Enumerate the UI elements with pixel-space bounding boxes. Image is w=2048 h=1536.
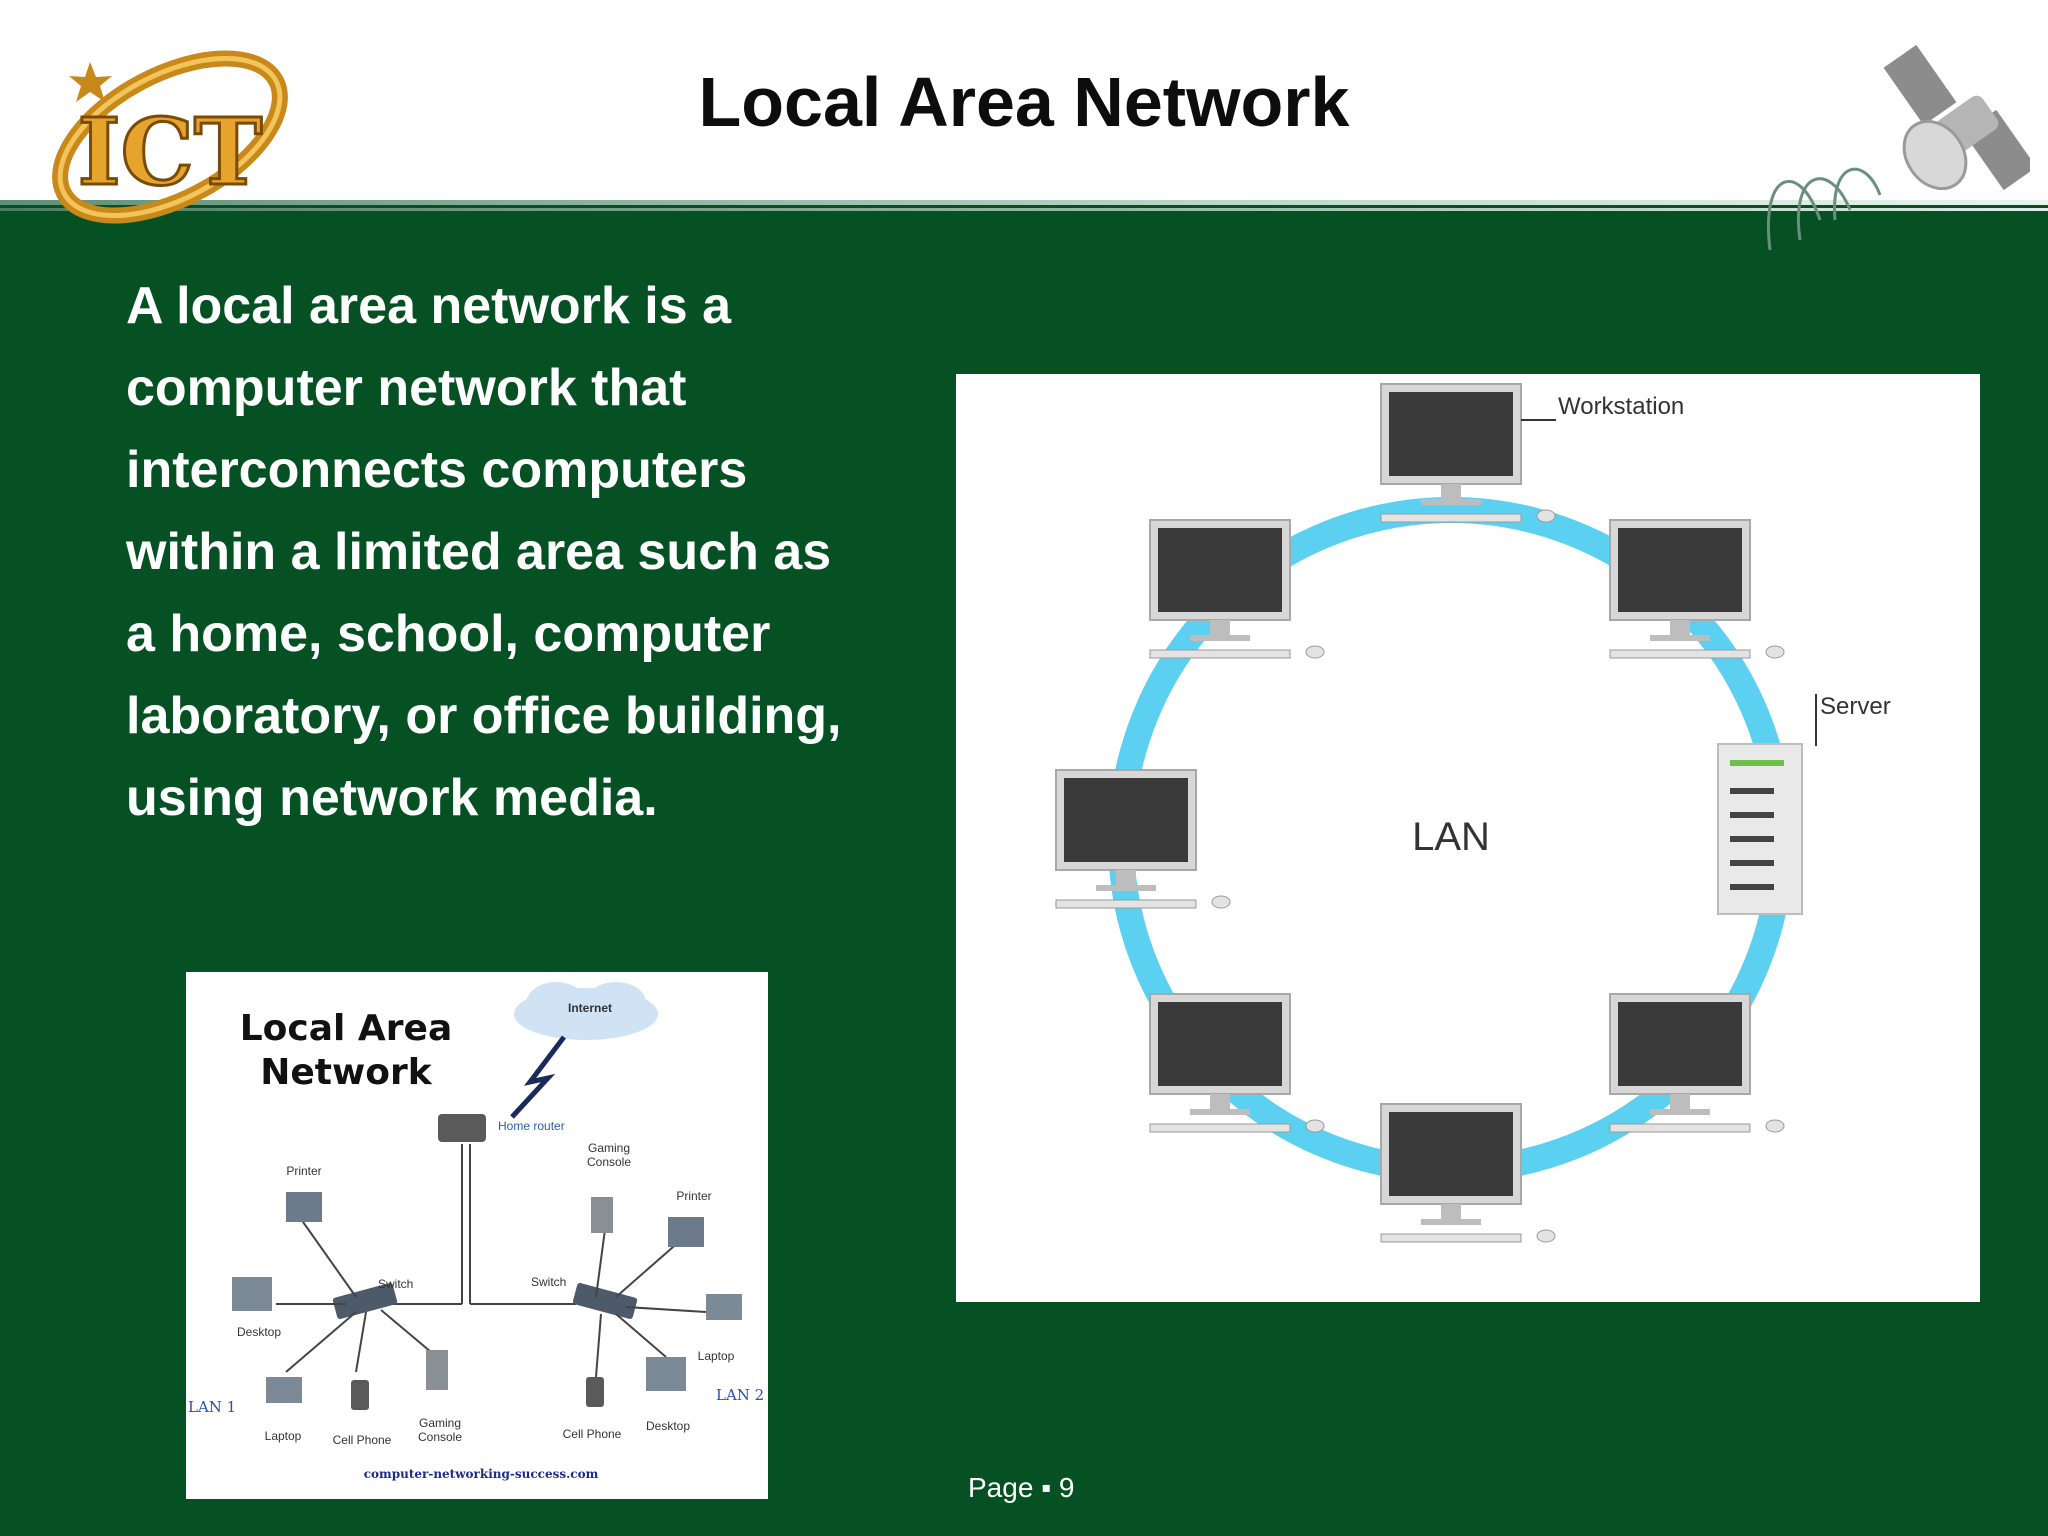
workstation-monitor xyxy=(1380,383,1556,523)
cell-phone-left-label: Cell Phone xyxy=(333,1433,392,1447)
laptop-right-label: Laptop xyxy=(698,1349,735,1363)
desktop-left-device xyxy=(232,1277,272,1311)
header-divider xyxy=(0,200,2048,205)
laptop-left-device xyxy=(266,1377,302,1403)
gaming-console-top-label-1: Gaming xyxy=(588,1141,630,1155)
switch-right-label: Switch xyxy=(531,1275,566,1289)
gaming-console-top-device xyxy=(591,1197,613,1233)
image-source-label: computer-networking-success.com xyxy=(364,1467,599,1481)
laptop-left-label: Laptop xyxy=(265,1429,302,1443)
workstation-monitor xyxy=(1380,1103,1556,1243)
home-router-label: Home router xyxy=(498,1119,565,1133)
workstation-label: Workstation xyxy=(1558,393,1684,420)
cell-phone-left-device xyxy=(351,1380,369,1410)
slide-header xyxy=(0,0,2048,205)
image-title-line2: Network xyxy=(260,1052,432,1093)
page-label: Page xyxy=(968,1472,1034,1503)
lan-topology-image: Local Area Network Internet Home router … xyxy=(186,972,768,1499)
page-number-value: 9 xyxy=(1058,1472,1075,1503)
cell-phone-right-label: Cell Phone xyxy=(563,1427,622,1441)
printer-left-label: Printer xyxy=(286,1164,321,1178)
ict-logo: ICT xyxy=(52,50,288,224)
switch-right-device xyxy=(572,1283,638,1319)
lan2-label: LAN 2 xyxy=(716,1386,764,1404)
internet-label: Internet xyxy=(568,1001,612,1015)
gaming-console-bottom-label-1: Gaming xyxy=(419,1416,461,1430)
printer-right-device xyxy=(668,1217,704,1247)
printer-right-label: Printer xyxy=(676,1189,711,1203)
gaming-console-top-label-2: Console xyxy=(587,1155,631,1169)
laptop-right-device xyxy=(706,1294,742,1320)
workstation-monitor xyxy=(1055,769,1231,909)
satellite-icon xyxy=(1767,44,2030,251)
lan1-label: LAN 1 xyxy=(188,1398,236,1416)
header-divider-3 xyxy=(0,214,2048,230)
gaming-console-bottom-label-2: Console xyxy=(418,1430,462,1444)
desktop-left-label: Desktop xyxy=(237,1325,281,1339)
body-paragraph: A local area network is a computer netwo… xyxy=(126,277,842,827)
header-divider-2 xyxy=(0,208,2048,211)
switch-left-label: Switch xyxy=(378,1277,413,1291)
page-number: Page ▪ 9 xyxy=(968,1472,1074,1504)
workstation-monitor xyxy=(1149,519,1325,659)
switch-left-device xyxy=(332,1283,398,1319)
workstation-monitor xyxy=(1149,993,1325,1133)
server-label: Server xyxy=(1820,693,1891,720)
page-separator: ▪ xyxy=(1041,1472,1052,1503)
printer-left-device xyxy=(286,1192,322,1222)
home-router xyxy=(438,1114,486,1142)
server-device xyxy=(1717,743,1803,915)
desktop-right-device xyxy=(646,1357,686,1391)
workstation-monitor xyxy=(1609,993,1785,1133)
desktop-right-label: Desktop xyxy=(646,1419,690,1433)
cell-phone-right-device xyxy=(586,1377,604,1407)
image-title-line1: Local Area xyxy=(240,1008,453,1049)
lan-ring-diagram: Server Workstation LAN xyxy=(956,374,1980,1302)
lan-center-label: LAN xyxy=(1412,815,1490,859)
internet-cloud: Internet xyxy=(514,982,658,1040)
logo-text: ICT xyxy=(78,98,263,206)
gaming-console-bottom-device xyxy=(426,1350,448,1390)
slide-title: Local Area Network xyxy=(698,63,1350,141)
workstation-monitor xyxy=(1609,519,1785,659)
